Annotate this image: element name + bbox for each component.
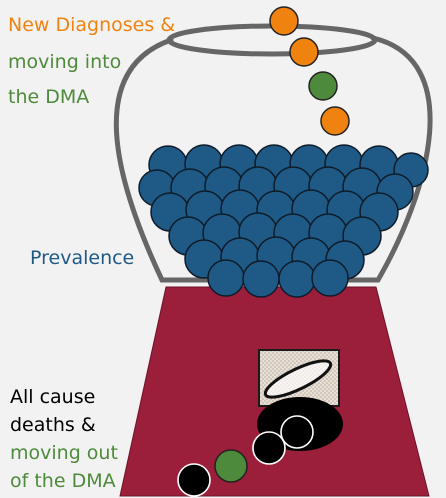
coin-slot-icon <box>258 349 340 407</box>
deaths-label: deaths & <box>10 414 96 436</box>
prevalence-ball <box>278 260 316 298</box>
all-cause-label: All cause <box>10 386 96 408</box>
death-ball <box>177 463 211 497</box>
moving-into-label: moving into <box>8 51 122 73</box>
new-diagnosis-ball <box>269 6 299 36</box>
moving-out-ball <box>214 449 248 483</box>
prevalence-ball <box>311 259 349 297</box>
moving-in-ball <box>308 71 338 101</box>
death-ball <box>252 431 286 465</box>
into-dma-label: the DMA <box>8 86 90 108</box>
out-dma-label: of the DMA <box>10 470 116 492</box>
death-ball <box>280 415 314 449</box>
new-diagnosis-ball <box>320 106 350 136</box>
new-diagnosis-ball <box>289 37 319 67</box>
new-diagnoses-label: New Diagnoses & <box>8 14 176 36</box>
prevalence-ball <box>207 259 245 297</box>
prevalence-ball <box>242 260 280 298</box>
prevalence-balls <box>138 144 429 298</box>
prevalence-label: Prevalence <box>30 247 135 269</box>
moving-out-label: moving out <box>10 442 118 464</box>
